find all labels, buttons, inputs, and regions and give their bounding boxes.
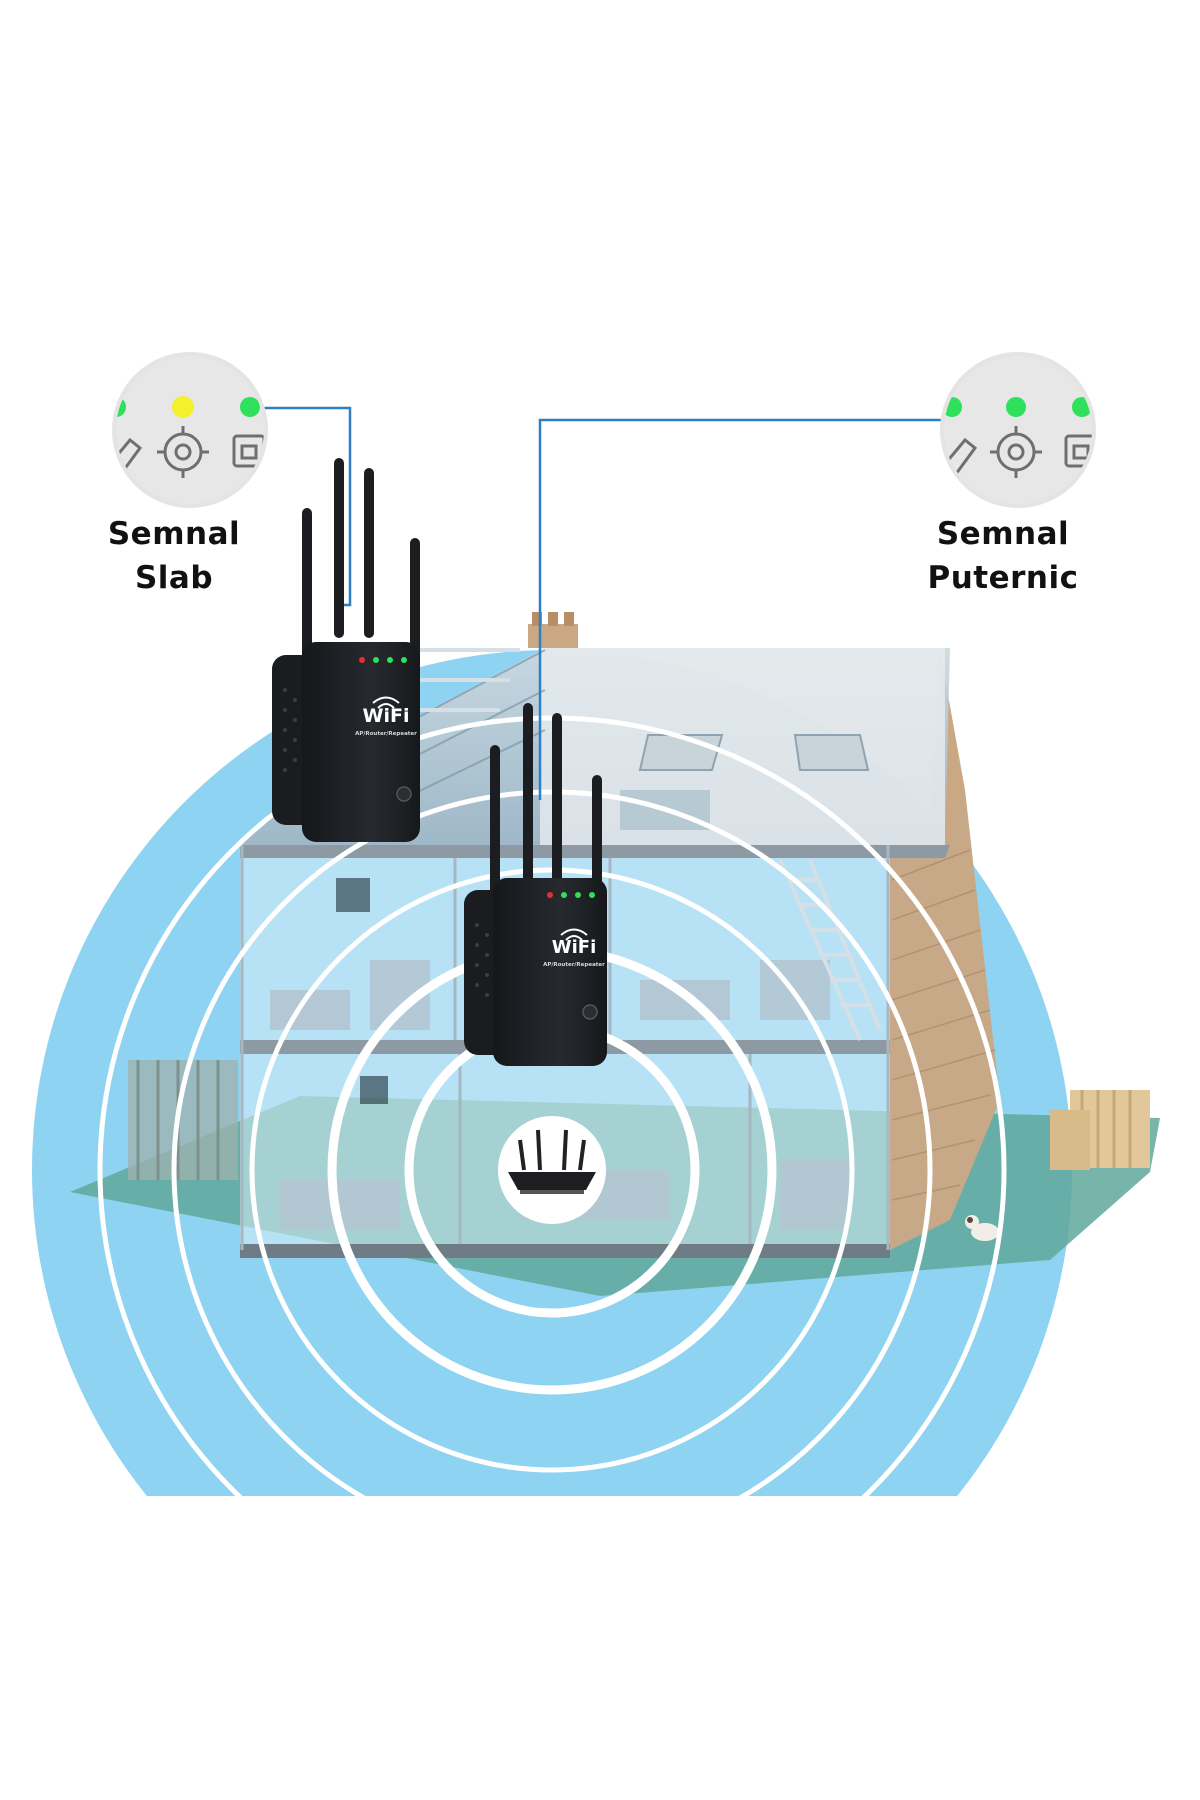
wifi-icon — [372, 696, 400, 709]
wps-button — [582, 1004, 598, 1020]
strong-signal-caption-line1: Semnal — [936, 516, 1070, 552]
right-fence — [1050, 1090, 1150, 1170]
wifi-icon — [560, 928, 588, 941]
attic-wall — [540, 648, 945, 848]
ethernet-port-icon — [232, 434, 264, 468]
strong-signal-caption: Semnal Puternic — [873, 512, 1133, 600]
strong-signal-caption-line2: Puternic — [927, 560, 1079, 596]
weak-signal-caption-line2: Slab — [134, 560, 214, 596]
ground-floor-slab — [240, 1244, 890, 1258]
repeater-body — [302, 642, 420, 842]
repeater-subtitle: AP/Router/Repeater — [543, 962, 605, 968]
skylight — [638, 734, 724, 771]
ethernet-port-icon — [1064, 434, 1092, 468]
strong-connector-line — [538, 418, 950, 800]
weak-connector-line — [262, 406, 352, 607]
skylight — [793, 734, 870, 771]
staircase — [778, 859, 882, 1041]
repeater-weak-position: WiFi AP/Router/Repeater — [272, 458, 420, 842]
brick-lines — [891, 849, 996, 1201]
wps-button — [396, 786, 412, 802]
dog-figure — [965, 1215, 999, 1241]
rocket-icon — [116, 437, 143, 481]
antennas — [302, 458, 420, 678]
repeater-body — [493, 878, 607, 1066]
repeater-subtitle: AP/Router/Repeater — [355, 731, 417, 737]
weak-signal-indicator-panel — [112, 352, 268, 508]
repeater-brand-label: WiFi — [363, 705, 410, 727]
repeater-strong-position: WiFi AP/Router/Repeater — [464, 703, 607, 1066]
repeater-brand-label: WiFi — [552, 937, 597, 958]
chimney — [528, 612, 578, 648]
led-yellow — [172, 396, 194, 418]
router-icon — [498, 1116, 606, 1224]
weak-signal-caption-line1: Semnal — [107, 516, 241, 552]
strong-signal-indicator-panel — [940, 352, 1096, 508]
weak-signal-caption: Semnal Slab — [44, 512, 304, 600]
led-green — [240, 397, 260, 417]
led-green — [1006, 397, 1026, 417]
